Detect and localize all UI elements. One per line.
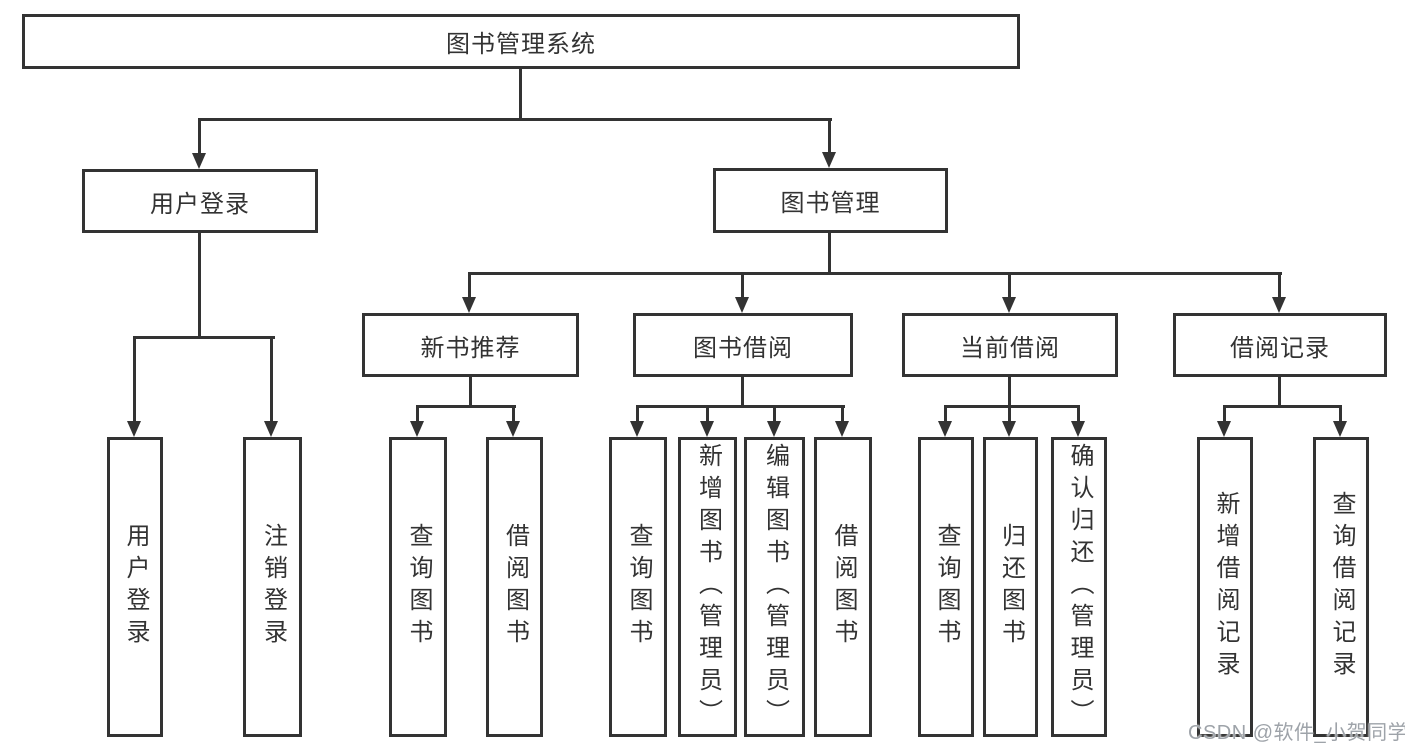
arrow-down <box>506 405 520 437</box>
node-user-login: 用户登录 <box>82 169 318 233</box>
node-label: 用户登录 <box>150 190 250 218</box>
leaf-query-borrow-record: 查询借阅记录 <box>1313 437 1369 737</box>
arrow-down <box>735 272 749 313</box>
arrow-down <box>192 118 206 169</box>
connector-book-mgmt-rail <box>469 272 1282 275</box>
node-label: 新增借阅记录 <box>1212 491 1239 683</box>
leaf-return-book: 归还图书 <box>983 437 1038 737</box>
node-label: 新书推荐 <box>420 334 521 362</box>
arrow-down <box>462 272 476 313</box>
arrow-down <box>264 336 278 437</box>
connector-user-login-stem <box>198 233 201 336</box>
leaf-current-query-book: 查询图书 <box>918 437 974 737</box>
arrow-down <box>1333 405 1347 437</box>
arrow-down <box>1002 405 1016 437</box>
node-book-borrow: 图书借阅 <box>633 313 853 377</box>
connector-borrow-stem <box>741 377 744 405</box>
node-label: 注销登录 <box>259 523 287 651</box>
arrow-down <box>1272 272 1286 313</box>
csdn-watermark: CSDN @软件_小贺同学 <box>1188 722 1405 744</box>
connector-records-rail <box>1223 405 1342 408</box>
node-label: 用户登录 <box>122 523 149 651</box>
node-label: 归还图书 <box>997 523 1025 651</box>
connector-recommend-stem <box>469 377 472 405</box>
leaf-edit-book-admin: 编辑图书（管理员） <box>744 437 805 737</box>
node-label: 编辑图书（管理员） <box>761 443 789 731</box>
node-label: 图书管理 <box>780 190 881 217</box>
leaf-recommend-borrow-book: 借阅图书 <box>486 437 543 737</box>
connector-records-stem <box>1278 377 1281 405</box>
arrow-down <box>700 405 714 437</box>
node-label: 借阅记录 <box>1230 334 1330 362</box>
node-label: 当前借阅 <box>960 334 1060 362</box>
leaf-confirm-return-admin: 确认归还（管理员） <box>1051 437 1107 737</box>
arrow-down <box>410 405 424 437</box>
node-new-book-recommend: 新书推荐 <box>362 313 579 377</box>
connector-borrow-rail <box>636 405 845 408</box>
connector-root-stem <box>519 69 522 118</box>
connector-recommend-rail <box>416 405 516 408</box>
leaf-add-borrow-record: 新增借阅记录 <box>1197 437 1253 737</box>
node-label: 图书借阅 <box>693 334 793 362</box>
node-borrow-records: 借阅记录 <box>1173 313 1387 377</box>
arrow-down <box>835 405 849 437</box>
node-label: 图书管理系统 <box>446 31 596 58</box>
arrow-down <box>822 118 836 168</box>
connector-current-rail <box>944 405 1080 408</box>
node-label: 查询借阅记录 <box>1328 491 1355 683</box>
arrow-down <box>127 336 141 437</box>
node-current-borrow: 当前借阅 <box>902 313 1118 377</box>
leaf-add-book-admin: 新增图书（管理员） <box>678 437 737 737</box>
node-label: 确认归还（管理员） <box>1066 443 1093 731</box>
node-root-system: 图书管理系统 <box>22 14 1020 69</box>
node-label: 新增图书（管理员） <box>694 443 722 731</box>
node-label: 查询图书 <box>933 523 960 651</box>
connector-root-rail <box>198 118 832 121</box>
node-label: 借阅图书 <box>830 523 857 651</box>
arrow-down <box>938 405 952 437</box>
arrow-down <box>630 405 644 437</box>
arrow-down <box>1217 405 1231 437</box>
arrow-down <box>1002 272 1016 313</box>
arrow-down <box>767 405 781 437</box>
arrow-down <box>1071 405 1085 437</box>
node-label: 查询图书 <box>405 523 432 651</box>
leaf-borrow-query-book: 查询图书 <box>609 437 667 737</box>
node-book-management: 图书管理 <box>713 168 948 233</box>
node-label: 借阅图书 <box>501 523 529 651</box>
connector-current-stem <box>1008 377 1011 405</box>
leaf-logout: 注销登录 <box>243 437 302 737</box>
connector-book-mgmt-stem <box>828 233 831 272</box>
leaf-borrow-book: 借阅图书 <box>814 437 872 737</box>
node-label: 查询图书 <box>625 523 652 651</box>
connector-user-login-rail <box>133 336 275 339</box>
leaf-user-login: 用户登录 <box>107 437 163 737</box>
leaf-recommend-query-book: 查询图书 <box>389 437 447 737</box>
